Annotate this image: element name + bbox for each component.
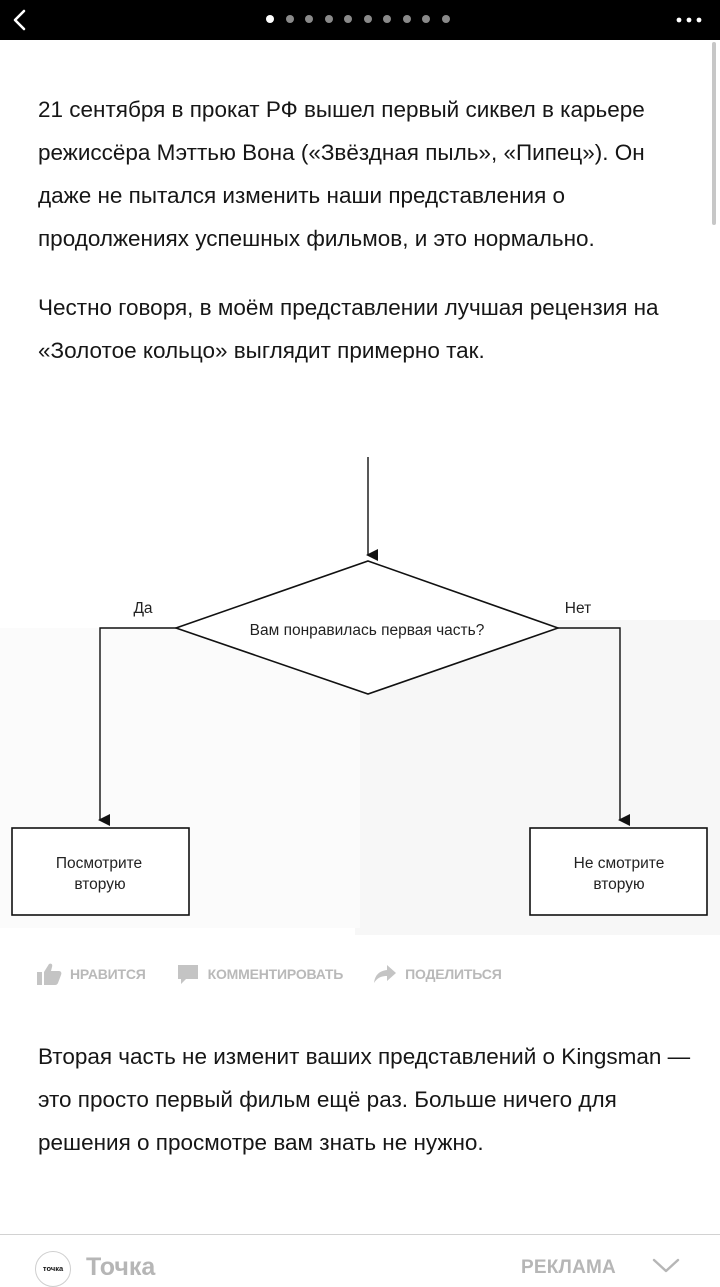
yes-connector: [98, 627, 176, 826]
brand-name[interactable]: Точка: [86, 1253, 156, 1281]
article-paragraph-1: 21 сентября в прокат РФ вышел первый сик…: [38, 97, 645, 251]
action-bar: НРАВИТСЯ КОММЕНТИРОВАТЬ ПОДЕЛИТЬСЯ: [36, 960, 532, 988]
share-label: ПОДЕЛИТЬСЯ: [405, 966, 502, 982]
no-label: Нет: [565, 600, 591, 617]
thumbs-up-icon: [37, 963, 62, 985]
article-paragraph-2: Честно говоря, в моём представлении лучш…: [38, 295, 659, 363]
page-dot-10[interactable]: [441, 15, 450, 23]
page-dot-1[interactable]: [266, 15, 274, 23]
comment-button[interactable]: КОММЕНТИРОВАТЬ: [176, 962, 344, 986]
like-label: НРАВИТСЯ: [70, 966, 146, 982]
flowchart: Вам понравилась первая часть? Да Нет Пос…: [11, 457, 708, 916]
page-dot-4[interactable]: [324, 15, 333, 23]
yes-outcome-line-2: вторую: [74, 876, 125, 893]
share-button[interactable]: ПОДЕЛИТЬСЯ: [373, 962, 502, 986]
brand-logo[interactable]: точка: [35, 1251, 71, 1287]
page-dot-3[interactable]: [305, 15, 313, 23]
page-indicator: [266, 15, 450, 25]
no-connector: [558, 627, 630, 826]
back-button[interactable]: [6, 4, 38, 36]
page-dot-5[interactable]: [344, 15, 352, 23]
article-paragraph-3: Вторая часть не изменит ваших представле…: [38, 1044, 691, 1155]
flowchart-image-background: [0, 400, 720, 940]
chevron-left-icon: [13, 9, 26, 31]
scrollbar[interactable]: [712, 42, 716, 225]
no-outcome-line-2: вторую: [593, 876, 644, 893]
page-dot-2[interactable]: [285, 15, 294, 23]
page-dot-8[interactable]: [402, 15, 411, 23]
like-button[interactable]: НРАВИТСЯ: [36, 962, 146, 986]
decision-diamond: [173, 560, 561, 695]
no-outcome-box: [529, 827, 708, 916]
page-dot-9[interactable]: [422, 15, 430, 23]
ad-footer: точка Точка РЕКЛАМА: [0, 1234, 720, 1287]
yes-label: Да: [133, 600, 152, 617]
top-bar: [0, 0, 720, 40]
more-horizontal-icon: [676, 17, 702, 23]
more-button[interactable]: [674, 11, 704, 29]
page-dot-7[interactable]: [383, 15, 391, 23]
no-outcome-line-1: Не смотрите: [574, 855, 665, 872]
yes-outcome-box: [11, 827, 190, 916]
yes-outcome-line-1: Посмотрите: [56, 855, 142, 872]
ad-label: РЕКЛАМА: [521, 1257, 616, 1278]
chevron-down-icon[interactable]: [651, 1257, 681, 1275]
decision-question: Вам понравилась первая часть?: [250, 622, 485, 639]
comment-label: КОММЕНТИРОВАТЬ: [207, 966, 344, 982]
page-dot-6[interactable]: [363, 15, 372, 23]
comment-icon: [177, 965, 198, 984]
share-arrow-icon: [374, 965, 397, 983]
brand-logo-text: точка: [42, 1264, 64, 1273]
